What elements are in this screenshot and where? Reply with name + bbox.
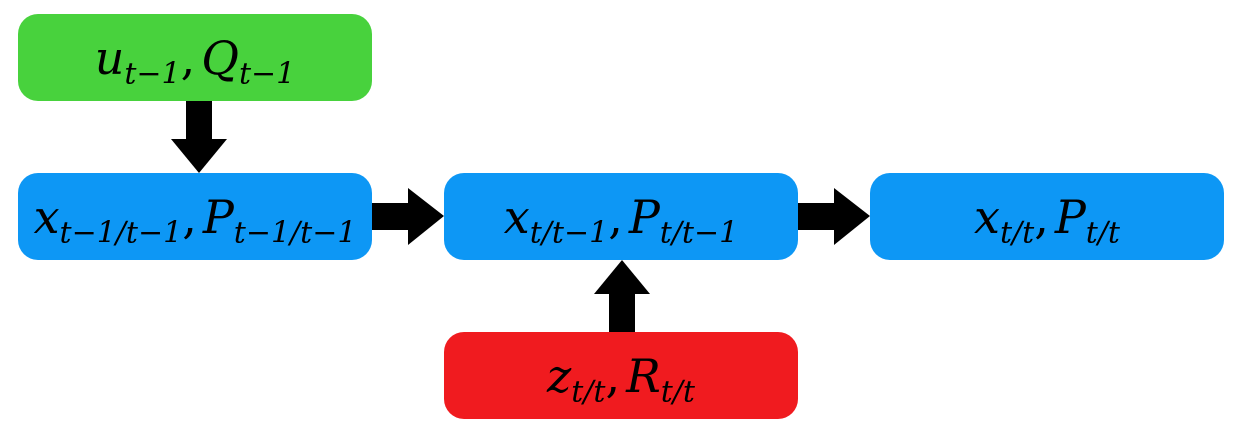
measurement-box: zt/t,Rt/t <box>444 332 798 419</box>
previous-state-box: xt−1/t−1,Pt−1/t−1 <box>18 173 372 260</box>
arrow-measurement-to-predicted <box>594 260 650 332</box>
predicted-state-label: xt/t−1,Pt/t−1 <box>503 189 739 251</box>
control-input-label: ut−1,Qt−1 <box>94 30 296 92</box>
previous-state-label: xt−1/t−1,Pt−1/t−1 <box>33 189 357 251</box>
updated-state-box: xt/t,Pt/t <box>870 173 1224 260</box>
updated-state-label: xt/t,Pt/t <box>974 189 1120 251</box>
arrow-predicted-to-updated <box>798 188 870 245</box>
predicted-state-box: xt/t−1,Pt/t−1 <box>444 173 798 260</box>
arrow-previous-to-predicted <box>372 188 444 245</box>
measurement-label: zt/t,Rt/t <box>547 348 695 410</box>
control-input-box: ut−1,Qt−1 <box>18 14 372 101</box>
arrow-control-to-previous <box>171 101 227 173</box>
